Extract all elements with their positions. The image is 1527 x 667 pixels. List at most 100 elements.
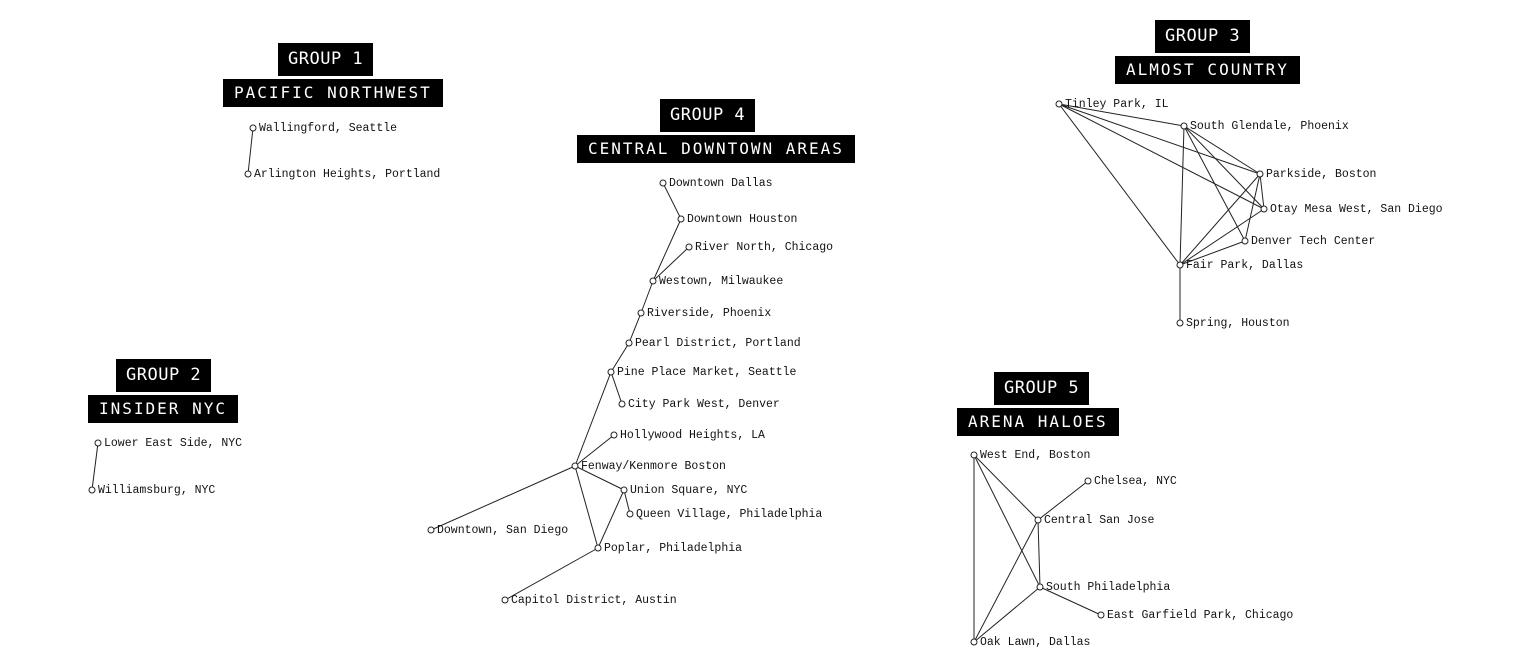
group-4-node [501,596,509,604]
group-5-node-label: South Philadelphia [1046,581,1170,594]
group-4-node-label: Capitol District, Austin [511,594,677,607]
group-4-edge [610,371,623,405]
group-1-node-label: Arlington Heights, Portland [254,168,440,181]
group-4-edge [623,489,631,515]
group-3-node-label: Fair Park, Dallas [1186,259,1303,272]
group-4-node-label: Riverside, Phoenix [647,307,771,320]
group-5-edge [1037,480,1089,521]
group-4-node-label: Poplar, Philadelphia [604,542,742,555]
group-3-edge [1183,125,1246,242]
group-4-edge [504,547,599,601]
group-3-edge [1179,125,1185,266]
group-2-label: GROUP 2 [116,359,212,392]
group-3-node-label: South Glendale, Phoenix [1190,120,1349,133]
group-4-node [677,215,685,223]
group-3-node [1256,170,1264,178]
group-4-edge [652,246,690,282]
group-3-edge [1058,103,1265,210]
group-4-label: GROUP 4 [660,99,756,132]
group-4-node [626,510,634,518]
group-4-node-label: Hollywood Heights, LA [620,429,765,442]
group-3-edge [1244,173,1261,242]
group-3-node-label: Otay Mesa West, San Diego [1270,203,1443,216]
group-5-edge [973,454,1039,521]
group-2-name: INSIDER NYC [88,395,238,423]
group-4-node [427,526,435,534]
group-4-edge [430,465,576,531]
group-5-node-label: Central San Jose [1044,514,1155,527]
group-4-node-label: Downtown Dallas [669,177,773,190]
group-4-node-label: River North, Chicago [695,241,833,254]
group-4-node [620,486,628,494]
group-3-node [1176,319,1184,327]
group-2-edge [91,442,99,491]
group-4-edge [628,312,642,344]
group-5-node [970,451,978,459]
group-4-node [571,462,579,470]
group-5-edge [973,586,1041,643]
group-5-name: ARENA HALOES [957,408,1119,436]
group-4-node-label: Downtown Houston [687,213,797,226]
group-4-edge [574,371,612,467]
group-5-node-label: Chelsea, NYC [1094,475,1177,488]
group-3-edge [1183,125,1261,175]
group-1-node [249,124,257,132]
group-3-node-label: Parkside, Boston [1266,168,1376,181]
group-3-edge [1179,173,1261,266]
group-1-name: PACIFIC NORTHWEST [223,79,443,107]
group-4-edge [574,434,615,467]
group-1-node-label: Wallingford, Seattle [259,122,397,135]
group-3-edge [1179,208,1265,266]
group-4-node [659,179,667,187]
group-5-node [970,638,978,646]
group-5-node [1034,516,1042,524]
group-2-node [94,439,102,447]
group-3-node-label: Denver Tech Center [1251,235,1375,248]
group-5-node [1036,583,1044,591]
group-5-node-label: Oak Lawn, Dallas [980,636,1090,649]
group-3-name: ALMOST COUNTRY [1115,56,1300,84]
group-4-node-label: Westown, Milwaukee [659,275,783,288]
group-5-node-label: East Garfield Park, Chicago [1107,609,1293,622]
group-3-node [1241,237,1249,245]
group-3-edge [1058,103,1261,175]
group-4-edge [574,465,625,491]
group-3-edge [1183,125,1265,210]
group-3-label: GROUP 3 [1155,20,1251,53]
group-4-edge [640,280,654,314]
group-4-node-label: Pine Place Market, Seattle [617,366,797,379]
group-4-node-label: Union Square, NYC [630,484,747,497]
group-4-edge [574,465,599,549]
group-5-edge [1037,519,1041,588]
group-4-edge [662,182,682,220]
group-3-edge [1259,173,1265,210]
group-4-node-label: Downtown, San Diego [437,524,568,537]
group-3-node [1180,122,1188,130]
group-4-node [607,368,615,376]
group-5-node-label: West End, Boston [980,449,1090,462]
group-5-edge [1039,586,1102,616]
group-1-edge [247,127,254,175]
group-4-node [685,243,693,251]
group-4-edge [652,218,682,282]
group-3-edge [1179,240,1246,266]
edges-layer [91,103,1265,643]
group-3-node [1176,261,1184,269]
group-4-node-label: Fenway/Kenmore Boston [581,460,726,473]
group-3-node-label: Tinley Park, IL [1065,98,1169,111]
group-4-node [649,277,657,285]
group-2-node-label: Lower East Side, NYC [104,437,242,450]
group-4-node [618,400,626,408]
group-3-node [1260,205,1268,213]
group-5-node [1084,477,1092,485]
group-1-label: GROUP 1 [278,43,374,76]
group-4-node-label: Pearl District, Portland [635,337,801,350]
group-5-label: GROUP 5 [994,372,1090,405]
group-3-edge [1058,103,1181,266]
group-4-name: CENTRAL DOWNTOWN AREAS [577,135,855,163]
group-4-node [594,544,602,552]
group-2-node-label: Williamsburg, NYC [98,484,215,497]
group-5-edge [973,519,1039,643]
